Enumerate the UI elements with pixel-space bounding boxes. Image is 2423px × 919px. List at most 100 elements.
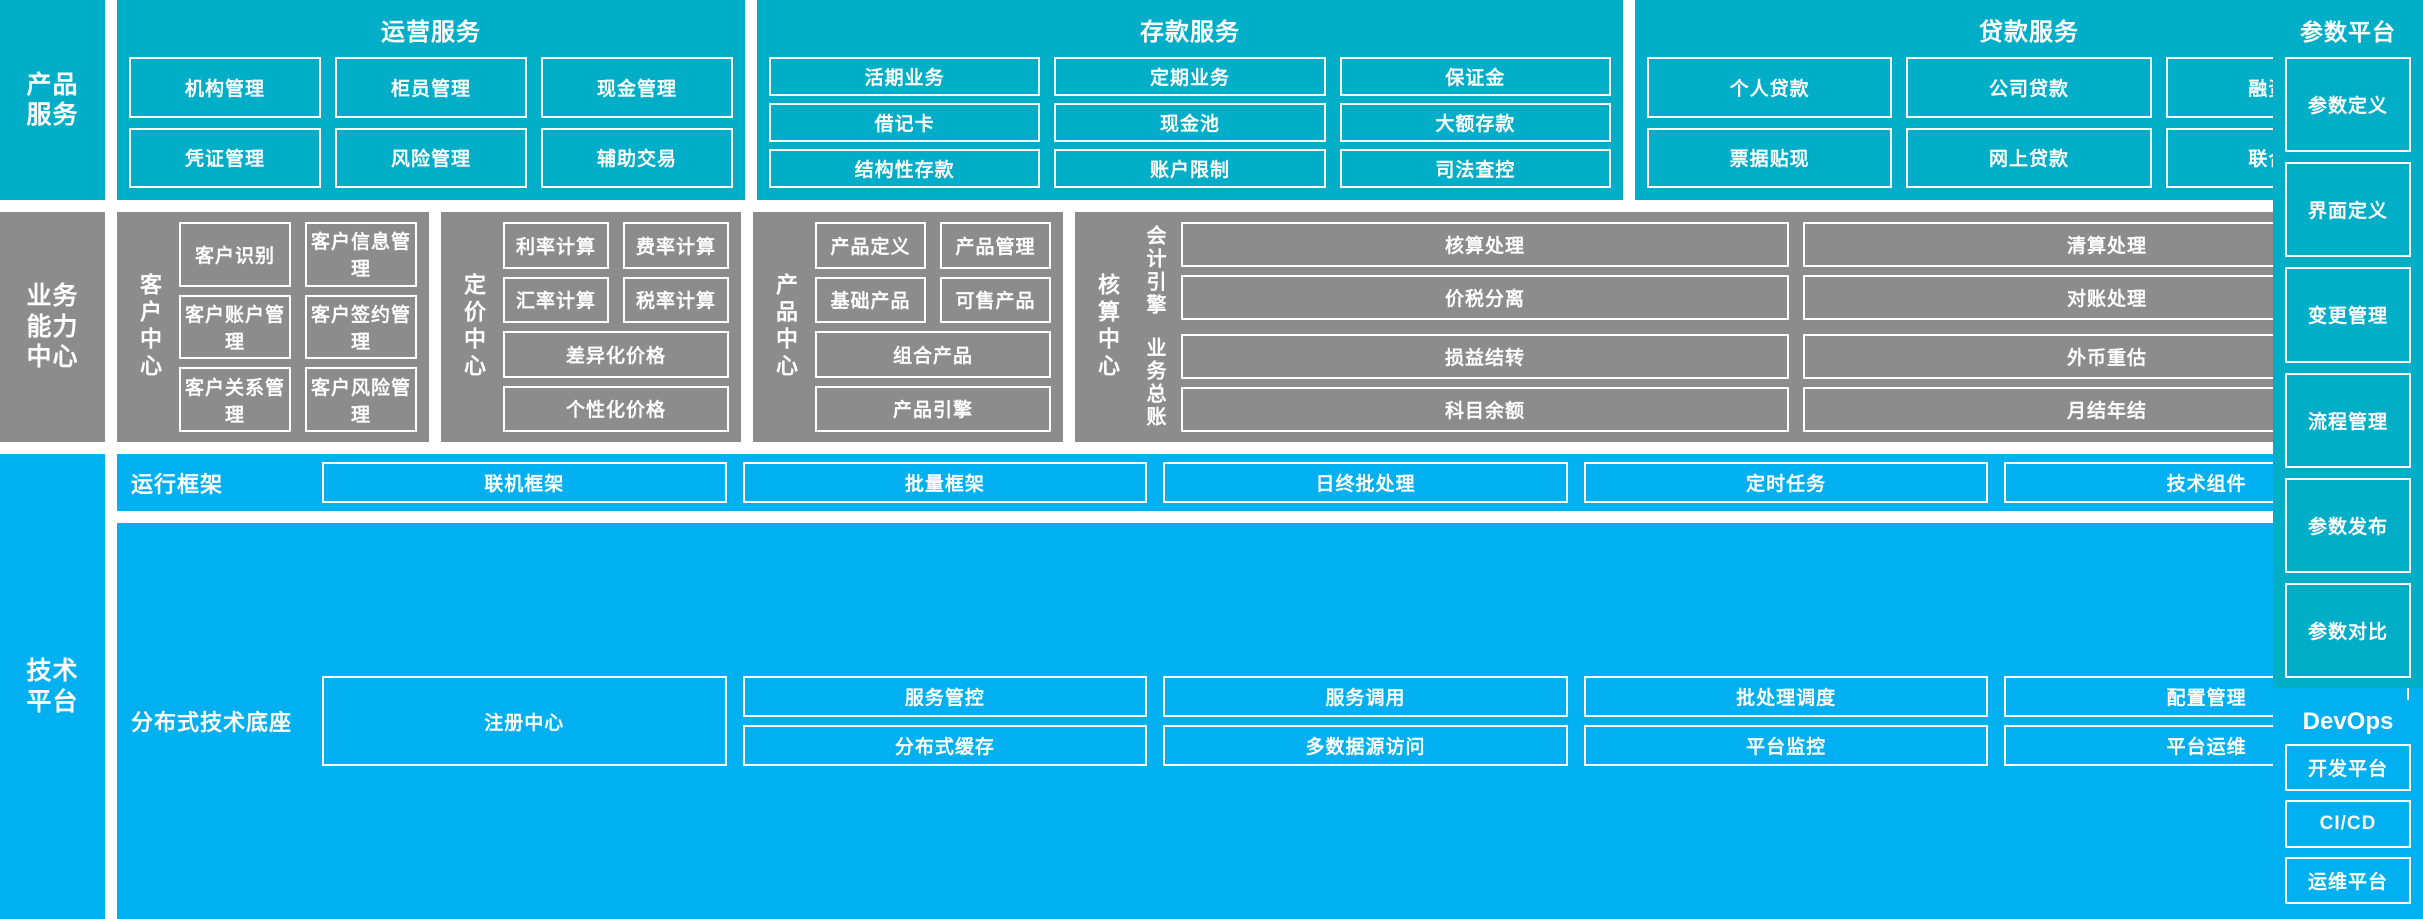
- tile-product-management[interactable]: 产品管理: [940, 222, 1051, 269]
- tile-distributed-cache[interactable]: 分布式缓存: [742, 725, 1148, 766]
- tile-customer-info-management[interactable]: 客户信息管理: [305, 222, 417, 287]
- tile-corporate-loan[interactable]: 公司贷款: [1906, 57, 2152, 118]
- tile-operations-platform[interactable]: 运维平台: [2285, 856, 2411, 904]
- tile-time-business[interactable]: 定期业务: [1054, 57, 1326, 96]
- tile-account-balance[interactable]: 科目余额: [1181, 387, 1789, 432]
- side-panel-devops: DevOps 开发平台 CI/CD 运维平台: [2273, 700, 2423, 912]
- tile-service-governance[interactable]: 服务管控: [742, 676, 1148, 717]
- rail-line: 中心: [26, 343, 79, 372]
- tile-customer-identification[interactable]: 客户识别: [179, 222, 291, 287]
- tile-development-platform[interactable]: 开发平台: [2285, 744, 2411, 792]
- group-title: 贷款服务: [1979, 19, 2079, 46]
- tile-service-invocation[interactable]: 服务调用: [1163, 676, 1568, 717]
- center-label: 定价中心: [461, 273, 486, 381]
- side-panel-parameter-platform: 参数平台 参数定义 界面定义 变更管理 流程管理 参数发布 参数对比: [2273, 0, 2423, 688]
- tile-online-framework[interactable]: 联机框架: [322, 462, 727, 503]
- tile-risk-management[interactable]: 风险管理: [335, 127, 527, 188]
- layer-label-product-services: 产品 服务: [0, 0, 105, 200]
- tile-personal-loan[interactable]: 个人贷款: [1647, 57, 1893, 118]
- tile-profit-loss-carryover[interactable]: 损益结转: [1181, 334, 1789, 379]
- rail-line: 服务: [26, 101, 79, 129]
- tile-scheduled-task[interactable]: 定时任务: [1583, 462, 1989, 503]
- tile-product-engine[interactable]: 产品引擎: [815, 385, 1051, 432]
- group-deposit-services: 存款服务 活期业务 定期业务 保证金 借记卡 现金池 大额存款 结构性存款 账户…: [757, 0, 1623, 200]
- tile-differentiated-pricing[interactable]: 差异化价格: [503, 331, 729, 378]
- tile-customer-risk-management[interactable]: 客户风险管理: [305, 367, 417, 432]
- tile-registry-center[interactable]: 注册中心: [322, 676, 727, 766]
- tile-parameter-release[interactable]: 参数发布: [2285, 477, 2411, 573]
- tech-row-label: 分布式技术底座: [131, 710, 293, 735]
- center-accounting: 核算中心 会计引擎 核算处理 清算处理 价税分离 对账处理: [1075, 212, 2423, 442]
- tile-voucher-management[interactable]: 凭证管理: [129, 127, 321, 188]
- accounting-subgroup-ledger: 业务总账 损益结转 外币重估 科目余额 月结年结: [1137, 334, 2411, 432]
- tile-change-management[interactable]: 变更管理: [2285, 267, 2411, 363]
- center-product: 产品中心 产品定义 产品管理 基础产品 可售产品 组合产品 产品引擎: [753, 212, 1063, 442]
- tile-product-definition[interactable]: 产品定义: [815, 222, 926, 269]
- tile-interface-definition[interactable]: 界面定义: [2285, 162, 2411, 258]
- rail-line: 平台: [26, 687, 79, 716]
- layer-label-business-capability: 业务 能力 中心: [0, 212, 105, 442]
- tile-cash-pool[interactable]: 现金池: [1054, 103, 1326, 142]
- tile-interest-rate-calculation[interactable]: 利率计算: [503, 222, 609, 269]
- tile-online-loan[interactable]: 网上贷款: [1906, 127, 2152, 188]
- tile-configuration-management[interactable]: 配置管理: [2004, 676, 2409, 717]
- center-label: 客户中心: [137, 273, 162, 381]
- layer-label-technology-platform: 技术 平台: [0, 454, 105, 919]
- tile-personalized-pricing[interactable]: 个性化价格: [503, 385, 729, 432]
- rail-line: 产品: [26, 70, 79, 99]
- tile-auxiliary-transaction[interactable]: 辅助交易: [541, 127, 733, 188]
- side-panel-parameter-platform-wrapper: 参数平台 参数定义 界面定义 变更管理 流程管理 参数发布 参数对比: [2273, 0, 2423, 700]
- layer-technology-platform: 技术 平台 运行框架 联机框架 批量框架 日终批处理 定时任务 技术组件 分布式…: [0, 454, 2423, 919]
- subgroup-label: 业务总账: [1143, 337, 1165, 429]
- tile-price-tax-separation[interactable]: 价税分离: [1181, 275, 1789, 320]
- tile-accounting-processing[interactable]: 核算处理: [1181, 222, 1789, 267]
- layer-business-capability: 业务 能力 中心 客户中心 客户识别 客户信息管理 客户账户管理 客户签约管理 …: [0, 212, 2423, 442]
- tile-customer-relationship-management[interactable]: 客户关系管理: [179, 367, 291, 432]
- tile-ci-cd[interactable]: CI/CD: [2285, 800, 2411, 848]
- tile-cash-management[interactable]: 现金管理: [541, 57, 733, 118]
- tech-row-runtime-framework: 运行框架 联机框架 批量框架 日终批处理 定时任务 技术组件: [117, 454, 2423, 511]
- tile-batch-framework[interactable]: 批量框架: [742, 462, 1148, 503]
- tile-bundled-product[interactable]: 组合产品: [815, 331, 1051, 378]
- tile-eod-batch-processing[interactable]: 日终批处理: [1163, 462, 1568, 503]
- tile-fee-rate-calculation[interactable]: 费率计算: [623, 222, 729, 269]
- tile-account-restriction[interactable]: 账户限制: [1054, 149, 1326, 188]
- tile-customer-account-management[interactable]: 客户账户管理: [179, 294, 291, 360]
- tile-sellable-product[interactable]: 可售产品: [940, 276, 1051, 323]
- side-panel-devops-wrapper: DevOps 开发平台 CI/CD 运维平台: [2273, 700, 2423, 919]
- tile-org-management[interactable]: 机构管理: [129, 57, 321, 118]
- tile-large-deposit[interactable]: 大额存款: [1339, 103, 1611, 142]
- tile-parameter-definition[interactable]: 参数定义: [2285, 57, 2411, 153]
- side-panel-title: DevOps: [2302, 708, 2394, 735]
- group-operation-services: 运营服务 机构管理 柜员管理 现金管理 凭证管理 风险管理 辅助交易: [117, 0, 745, 200]
- tile-demand-business[interactable]: 活期业务: [769, 57, 1041, 96]
- tile-structured-deposit[interactable]: 结构性存款: [769, 149, 1041, 188]
- tile-exchange-rate-calculation[interactable]: 汇率计算: [503, 276, 609, 323]
- accounting-subgroup-engine: 会计引擎 核算处理 清算处理 价税分离 对账处理: [1137, 222, 2411, 320]
- tile-multi-datasource-access[interactable]: 多数据源访问: [1163, 725, 1568, 766]
- tile-customer-contract-management[interactable]: 客户签约管理: [305, 294, 417, 360]
- center-customer: 客户中心 客户识别 客户信息管理 客户账户管理 客户签约管理 客户关系管理 客户…: [117, 212, 429, 442]
- group-title: 存款服务: [1140, 19, 1240, 46]
- tile-judicial-inquiry[interactable]: 司法查控: [1339, 149, 1611, 188]
- side-panel-title: 参数平台: [2300, 19, 2396, 45]
- tile-margin-deposit[interactable]: 保证金: [1339, 57, 1611, 96]
- group-title: 运营服务: [381, 19, 481, 46]
- center-label: 产品中心: [773, 273, 798, 381]
- tile-bill-discount[interactable]: 票据贴现: [1647, 127, 1893, 188]
- subgroup-label: 会计引擎: [1143, 225, 1165, 317]
- tile-tax-rate-calculation[interactable]: 税率计算: [623, 276, 729, 323]
- rail-line: 能力: [26, 312, 79, 341]
- tile-base-product[interactable]: 基础产品: [815, 276, 926, 323]
- tile-teller-management[interactable]: 柜员管理: [335, 57, 527, 118]
- layer-product-services: 产品 服务 运营服务 机构管理 柜员管理 现金管理 凭证管理 风险管理 辅助交易…: [0, 0, 2423, 200]
- tile-process-management[interactable]: 流程管理: [2285, 372, 2411, 468]
- tile-platform-monitoring[interactable]: 平台监控: [1583, 725, 1989, 766]
- tile-parameter-comparison[interactable]: 参数对比: [2285, 582, 2411, 679]
- rail-line: 业务: [26, 282, 79, 311]
- tile-batch-scheduling[interactable]: 批处理调度: [1583, 676, 1989, 717]
- tile-debit-card[interactable]: 借记卡: [769, 103, 1041, 142]
- tech-row-distributed-foundation: 分布式技术底座 注册中心 服务管控 分布式缓存 服务调用 多数据源访问 批处理调…: [117, 523, 2423, 919]
- tech-row-label: 运行框架: [131, 471, 224, 497]
